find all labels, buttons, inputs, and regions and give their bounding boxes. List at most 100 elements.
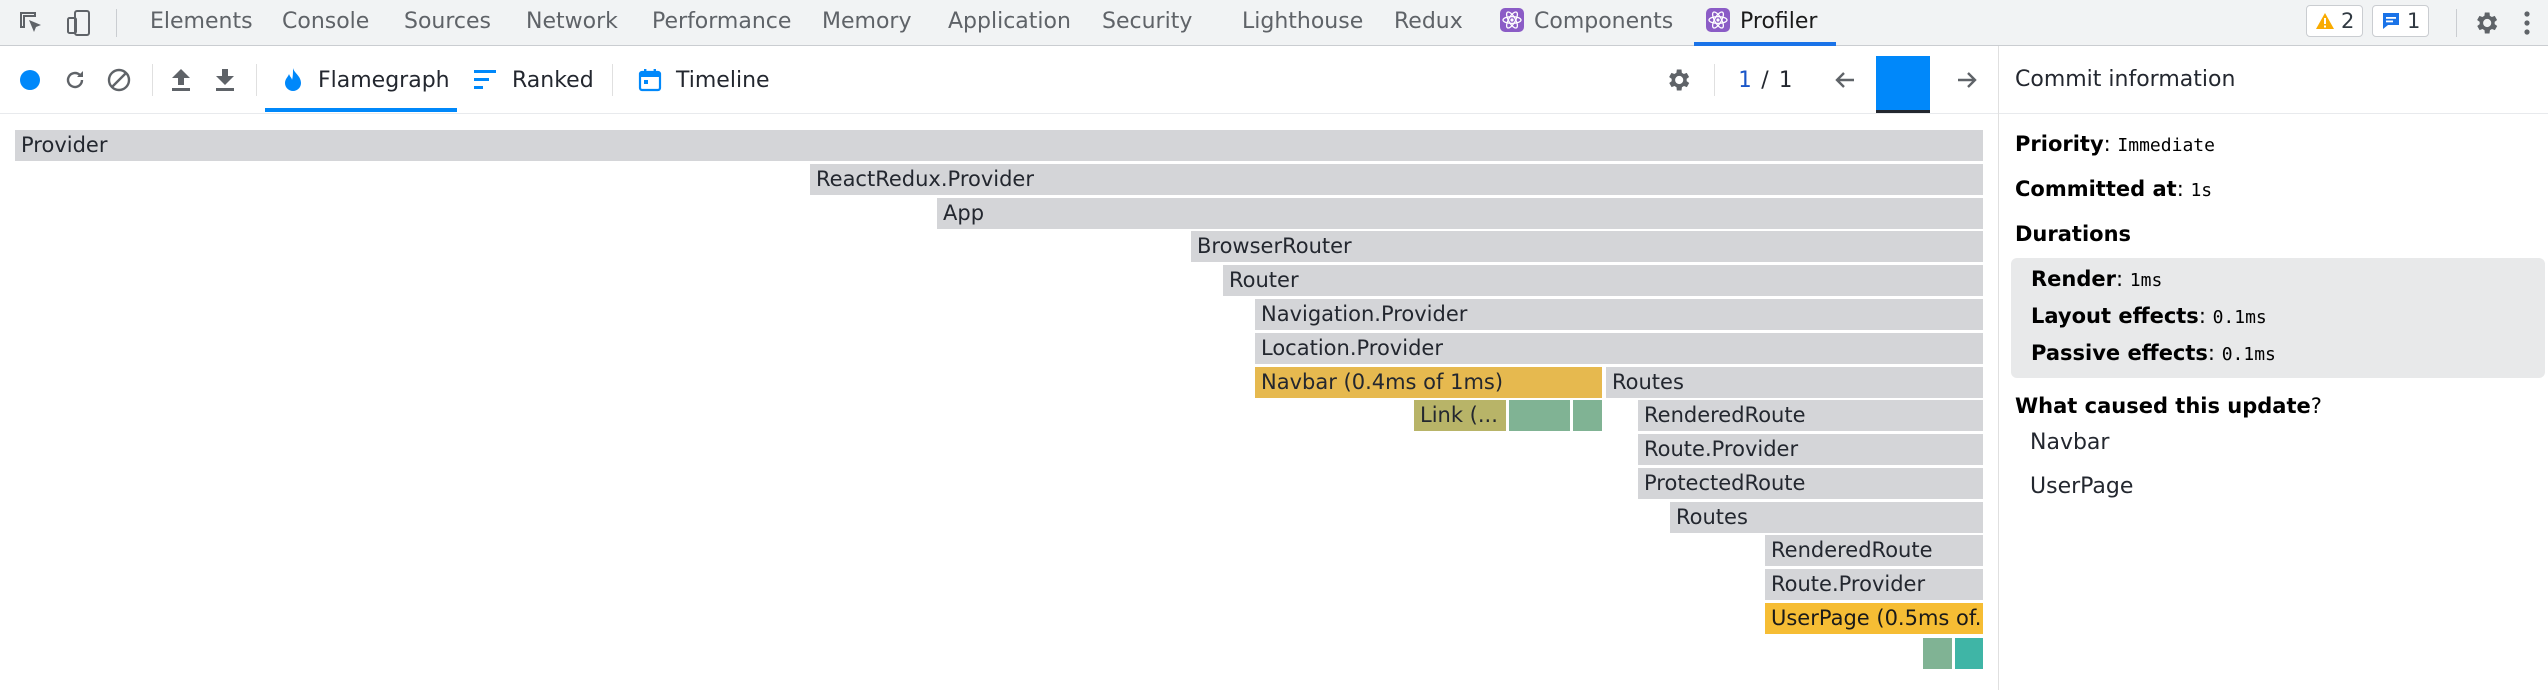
flame-bar-userpage[interactable]: UserPage (0.5ms of... (1765, 603, 1983, 634)
tab-network[interactable]: Network (526, 9, 618, 34)
commit-total-count: 1 (1778, 67, 1792, 93)
passive-effects-value: 0.1ms (2221, 344, 2276, 365)
devtools-tab-bar: Elements Console Sources Network Perform… (0, 0, 2548, 46)
tab-timeline-label: Timeline (676, 67, 770, 93)
flame-bar-location-provider[interactable]: Location.Provider (1255, 333, 1983, 364)
settings-gear-icon[interactable] (2464, 0, 2508, 46)
tab-redux[interactable]: Redux (1394, 9, 1463, 34)
download-icon[interactable] (210, 46, 240, 114)
warning-icon (2316, 13, 2334, 29)
tab-elements[interactable]: Elements (150, 9, 253, 34)
profiler-settings-gear-icon[interactable] (1660, 46, 1696, 114)
inspect-element-icon[interactable] (14, 0, 48, 46)
flame-bar-routes[interactable]: Routes (1606, 367, 1983, 398)
tab-memory[interactable]: Memory (822, 9, 912, 34)
flame-bar-browserrouter[interactable]: BrowserRouter (1191, 231, 1983, 262)
flame-bar-app[interactable]: App (937, 198, 1983, 229)
tab-ranked[interactable]: Ranked (474, 46, 594, 114)
tab-console[interactable]: Console (282, 9, 370, 34)
durations-box (2011, 258, 2545, 378)
priority-value: Immediate (2117, 135, 2215, 156)
commit-counter: 1 / 1 (1738, 46, 1792, 114)
toolbar-divider (612, 64, 613, 96)
previous-commit-arrow-icon[interactable] (1828, 46, 1862, 114)
flame-bar-route-provider-nested[interactable]: Route.Provider (1765, 569, 1983, 600)
messages-badge[interactable]: 1 (2372, 5, 2430, 37)
priority-label: Priority (2015, 132, 2104, 156)
commit-info-title: Commit information (2015, 67, 2236, 92)
tab-flamegraph[interactable]: Flamegraph (282, 46, 450, 114)
priority-row: Priority: Immediate (2015, 132, 2215, 156)
render-label: Render (2031, 267, 2116, 291)
profiler-toolbar: Flamegraph Ranked Timeline 1 / 1 (0, 46, 1998, 114)
flame-bar-link[interactable]: Link (... (1414, 400, 1506, 431)
commit-information-panel: Commit information Priority: Immediate C… (1998, 46, 2548, 690)
commit-separator: / (1761, 67, 1769, 93)
upload-icon[interactable] (166, 46, 196, 114)
next-commit-arrow-icon[interactable] (1950, 46, 1984, 114)
react-icon (1500, 8, 1524, 32)
tab-components-label: Components (1534, 9, 1674, 34)
react-icon (1706, 8, 1730, 32)
flame-icon (285, 68, 301, 91)
flamegraph-chart: Provider ReactRedux.Provider App Browser… (0, 114, 1998, 690)
flame-bar-route-provider[interactable]: Route.Provider (1638, 434, 1983, 465)
flame-bar-reactredux-provider[interactable]: ReactRedux.Provider (810, 164, 1983, 195)
clear-icon[interactable] (104, 46, 134, 114)
tab-components[interactable]: Components (1500, 0, 1673, 46)
flame-bar-navbar[interactable]: Navbar (0.4ms of 1ms) (1255, 367, 1602, 398)
cause-item-navbar[interactable]: Navbar (2030, 430, 2110, 455)
flame-bar-renderedroute[interactable]: RenderedRoute (1638, 400, 1983, 431)
message-icon (2383, 13, 2399, 29)
messages-count: 1 (2407, 9, 2421, 33)
toolbar-divider (256, 64, 257, 96)
tab-application[interactable]: Application (948, 9, 1071, 34)
flame-bar-protectedroute[interactable]: ProtectedRoute (1638, 468, 1983, 499)
cause-heading: What caused this update? (2015, 394, 2322, 418)
flame-bar-routes-nested[interactable]: Routes (1670, 502, 1983, 533)
device-toolbar-icon[interactable] (62, 0, 96, 46)
tab-performance[interactable]: Performance (652, 9, 792, 34)
warnings-count: 2 (2341, 9, 2355, 33)
toolbar-divider (2456, 9, 2457, 37)
flame-bar-provider[interactable]: Provider (15, 130, 1983, 161)
tab-profiler[interactable]: Profiler (1706, 0, 1817, 46)
reload-icon[interactable] (60, 46, 90, 114)
warnings-badge[interactable]: 2 (2306, 5, 2364, 37)
panel-divider (1999, 113, 2548, 114)
tab-security[interactable]: Security (1102, 9, 1193, 34)
commit-bar-selected[interactable] (1876, 56, 1930, 110)
commit-current-index: 1 (1738, 67, 1752, 93)
flame-bar-navigation-provider[interactable]: Navigation.Provider (1255, 299, 1983, 330)
flame-bar-link-child[interactable] (1509, 400, 1570, 431)
durations-label: Durations (2015, 222, 2132, 246)
flame-bar-userpage-child[interactable] (1923, 638, 1952, 669)
durations-heading: Durations (2015, 222, 2131, 246)
more-options-icon[interactable] (2512, 0, 2542, 46)
layout-effects-label: Layout effects (2031, 304, 2199, 328)
active-tab-indicator (1694, 42, 1836, 46)
toolbar-divider (1714, 64, 1715, 96)
tab-ranked-label: Ranked (512, 67, 594, 93)
tab-sources[interactable]: Sources (404, 9, 492, 34)
layout-effects-value: 0.1ms (2212, 307, 2267, 328)
committed-at-row: Committed at: 1s (2015, 177, 2213, 201)
render-row: Render: 1ms (2031, 267, 2163, 291)
record-icon[interactable] (16, 46, 44, 114)
flame-bar-userpage-child[interactable] (1955, 638, 1983, 669)
calendar-icon (638, 69, 662, 92)
passive-effects-row: Passive effects: 0.1ms (2031, 341, 2276, 365)
flame-bar-renderedroute-nested[interactable]: RenderedRoute (1765, 535, 1983, 566)
tab-timeline[interactable]: Timeline (638, 46, 770, 114)
toolbar-divider (116, 9, 117, 37)
flame-bar-link-child[interactable] (1573, 400, 1602, 431)
render-value: 1ms (2129, 270, 2163, 291)
committed-at-label: Committed at (2015, 177, 2177, 201)
tab-flamegraph-label: Flamegraph (318, 67, 450, 93)
cause-item-userpage[interactable]: UserPage (2030, 474, 2134, 499)
committed-at-value: 1s (2190, 180, 2213, 201)
tab-lighthouse[interactable]: Lighthouse (1242, 9, 1364, 34)
active-profiler-tab-indicator (265, 108, 457, 112)
flame-bar-router[interactable]: Router (1223, 265, 1983, 296)
tab-profiler-label: Profiler (1740, 9, 1818, 34)
